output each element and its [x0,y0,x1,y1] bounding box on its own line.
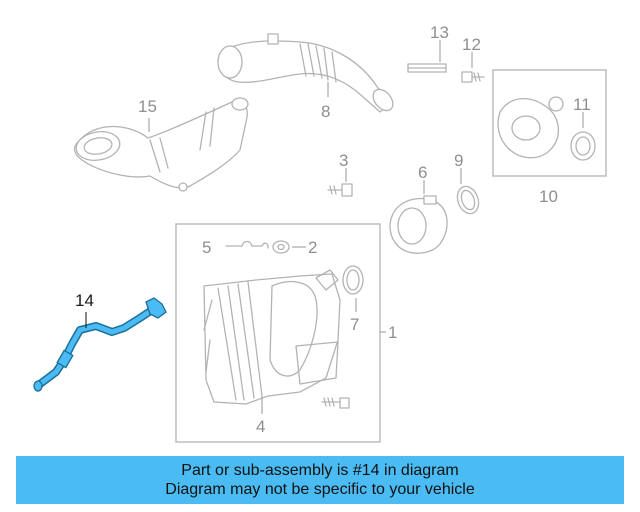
callout-14: 14 [75,291,94,310]
callout-11: 11 [573,95,591,114]
callout-3: 3 [339,151,348,170]
callout-10: 10 [539,187,558,206]
part-8-intake-boot[interactable] [217,33,397,114]
part-11-seal-ring[interactable] [570,131,596,161]
part-5-clip[interactable] [225,240,269,249]
part-14-hose[interactable] [33,297,167,392]
callout-9: 9 [454,151,463,170]
callout-7: 7 [350,315,359,334]
part-15-intake-duct[interactable] [73,97,249,192]
part-7-seal[interactable] [342,265,364,295]
part-4-air-cleaner-housing[interactable] [203,269,341,405]
part-9-clamp[interactable] [454,183,482,216]
callout-1: 1 [388,323,397,342]
callout-4: 4 [256,417,265,436]
callout-2: 2 [308,238,317,257]
part-2-grommet[interactable] [272,240,290,254]
banner-line-disclaimer: Diagram may not be specific to your vehi… [165,481,475,498]
part-info-banner: Part or sub-assembly is #14 in diagram D… [16,456,624,504]
callout-15: 15 [138,97,157,116]
callout-13: 13 [430,23,449,42]
part-12-bolt[interactable] [461,71,485,83]
callout-8: 8 [321,102,330,121]
callout-6: 6 [418,163,427,182]
part-4-bolt[interactable] [321,397,350,409]
callout-12: 12 [462,35,481,54]
part-1-group-frame [175,223,381,443]
part-6-air-flow-sensor[interactable] [389,195,448,254]
parts-diagram: 8 15 13 12 11 10 3 [33,23,607,443]
banner-line-part: Part or sub-assembly is #14 in diagram [181,462,459,479]
part-10-throttle-assembly[interactable] [497,96,564,159]
part-13-strip[interactable] [407,63,447,73]
callout-5: 5 [202,238,211,257]
part-3-bolt[interactable] [327,183,353,197]
part-10-group-frame [492,69,607,177]
